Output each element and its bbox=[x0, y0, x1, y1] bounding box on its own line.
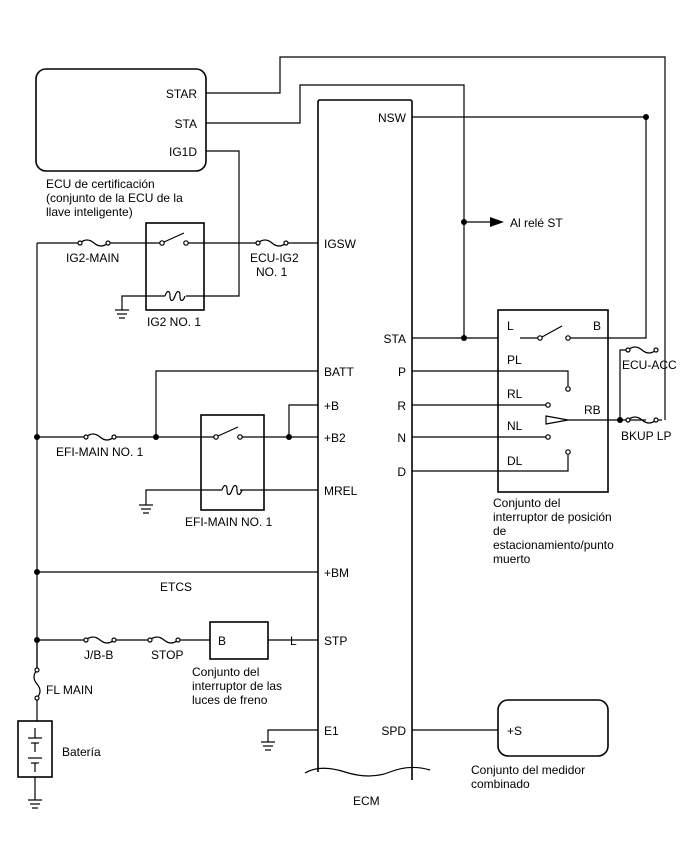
label-nl: NL bbox=[507, 419, 523, 433]
combination-meter-box bbox=[497, 699, 609, 757]
label-igsw: IGSW bbox=[324, 237, 357, 251]
label-ecu-acc: ECU-ACC bbox=[622, 358, 677, 372]
park-neutral-switch-box bbox=[497, 309, 609, 493]
label-plus-s: +S bbox=[507, 724, 522, 738]
label-spd: SPD bbox=[381, 724, 406, 738]
label-etcs: ETCS bbox=[160, 580, 192, 594]
wires bbox=[34, 56, 666, 800]
cert-ecu-title-line2: (conjunto de la ECU de la bbox=[46, 191, 183, 205]
label-stop-l: L bbox=[290, 634, 297, 648]
stop-sw-title-line1: Conjunto del bbox=[192, 665, 259, 679]
ground-icons bbox=[28, 309, 275, 809]
park-sw-title-line3: de bbox=[493, 524, 507, 538]
label-fl-main: FL MAIN bbox=[46, 683, 93, 697]
label-sw-b: B bbox=[593, 319, 601, 333]
label-n: N bbox=[397, 431, 406, 445]
label-ig2-no1: IG2 NO. 1 bbox=[147, 315, 201, 329]
label-sta-cert: STA bbox=[175, 117, 197, 131]
efi-main-relay-box bbox=[200, 414, 265, 511]
label-dl: DL bbox=[507, 454, 523, 468]
battery-icon bbox=[28, 728, 42, 772]
park-sw-title-line1: Conjunto del bbox=[493, 496, 560, 510]
certification-ecu-box bbox=[35, 68, 207, 172]
stop-light-switch-box bbox=[209, 621, 269, 660]
label-r: R bbox=[397, 399, 406, 413]
stop-sw-title-line3: luces de freno bbox=[192, 693, 268, 707]
label-ecu-ig2-line2: NO. 1 bbox=[256, 265, 288, 279]
meter-title-line1: Conjunto del medidor bbox=[471, 763, 585, 777]
label-sw-l: L bbox=[507, 319, 514, 333]
cert-ecu-title-line1: ECU de certificación bbox=[46, 177, 155, 191]
label-plus-b2: +B2 bbox=[324, 431, 346, 445]
label-ig1d: IG1D bbox=[169, 145, 197, 159]
relay-switch-icons bbox=[159, 232, 608, 496]
label-p: P bbox=[398, 365, 406, 379]
label-jb-b: J/B-B bbox=[84, 648, 113, 662]
label-sta-ecm: STA bbox=[384, 332, 406, 346]
meter-title-line2: combinado bbox=[471, 777, 530, 791]
label-stp: STP bbox=[324, 634, 347, 648]
label-efi-main-fuse: EFI-MAIN NO. 1 bbox=[56, 445, 144, 459]
park-sw-title-line5: muerto bbox=[493, 552, 531, 566]
label-al-rele-st: Al relé ST bbox=[510, 216, 563, 230]
label-ecu-ig2-line1: ECU-IG2 bbox=[250, 251, 299, 265]
label-star: STAR bbox=[166, 87, 197, 101]
labels: STAR STA IG1D ECU de certificación (conj… bbox=[46, 87, 677, 808]
ecm-outline bbox=[317, 99, 413, 780]
fuse-icons bbox=[33, 239, 659, 701]
label-plus-bm: +BM bbox=[324, 566, 349, 580]
label-rl: RL bbox=[507, 387, 523, 401]
label-nsw: NSW bbox=[378, 111, 407, 125]
label-plus-b: +B bbox=[324, 399, 339, 413]
label-d: D bbox=[397, 465, 406, 479]
ecm-break-line bbox=[304, 766, 431, 777]
label-bkup-lp: BKUP LP bbox=[621, 429, 671, 443]
label-mrel: MREL bbox=[324, 484, 358, 498]
label-stop: STOP bbox=[151, 648, 183, 662]
label-batt: BATT bbox=[324, 365, 354, 379]
park-sw-title-line2: interruptor de posición bbox=[493, 510, 612, 524]
label-e1: E1 bbox=[324, 724, 339, 738]
label-pl: PL bbox=[507, 353, 522, 367]
label-efi-main-relay: EFI-MAIN NO. 1 bbox=[185, 515, 273, 529]
label-stop-b: B bbox=[218, 634, 226, 648]
stop-sw-title-line2: interruptor de las bbox=[192, 679, 282, 693]
label-ecm: ECM bbox=[353, 794, 380, 808]
cert-ecu-title-line3: llave inteligente) bbox=[46, 205, 133, 219]
junction-dots bbox=[34, 114, 649, 643]
label-bateria: Batería bbox=[62, 745, 101, 759]
park-sw-title-line4: estacionamiento/punto bbox=[493, 538, 614, 552]
label-rb: RB bbox=[584, 403, 601, 417]
label-ig2-main: IG2-MAIN bbox=[66, 251, 119, 265]
